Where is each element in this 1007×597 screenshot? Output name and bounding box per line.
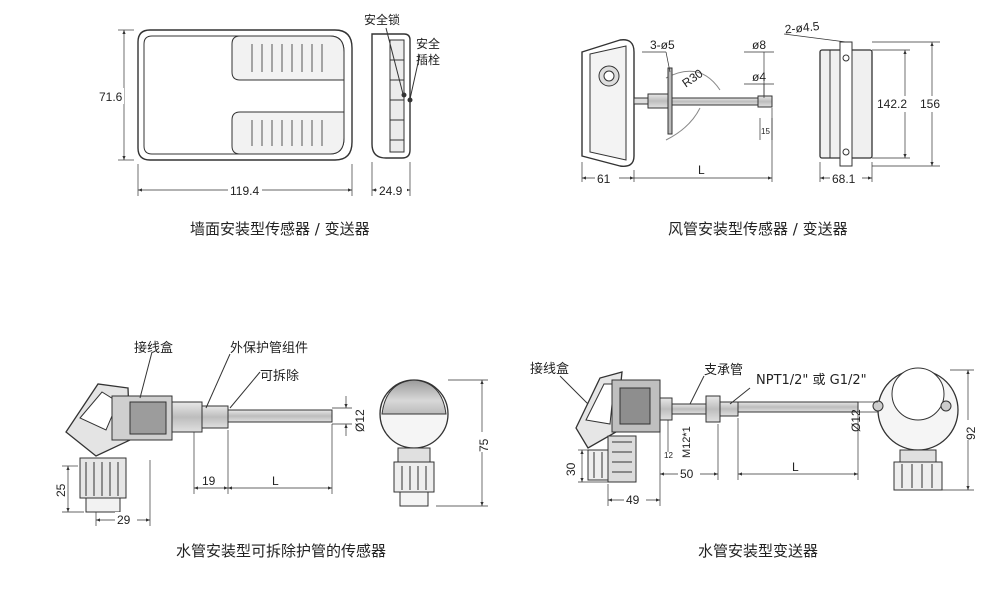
pipe-transmitter-dim-30: 30 — [564, 462, 578, 476]
pipe-transmitter-drawing — [559, 367, 974, 506]
duct-probe — [633, 67, 773, 141]
duct-dim-142: 142.2 — [877, 97, 907, 111]
pipe-transmitter-head — [575, 371, 859, 483]
pipe-transmitter-dim-92: 92 — [964, 426, 978, 440]
wall-mount-caption: 墙面安装型传感器 / 变送器 — [190, 220, 370, 238]
wall-label-pin-2: 插栓 — [416, 52, 440, 67]
pipe-removable-dim-25: 25 — [54, 483, 68, 497]
duct-dim-61: 61 — [597, 172, 611, 186]
duct-mount-caption: 风管安装型传感器 / 变送器 — [668, 220, 848, 238]
wall-dim-depth: 24.9 — [379, 184, 403, 198]
pipe-removable-dim-29: 29 — [117, 513, 131, 527]
pipe-transmitter-end-view — [872, 367, 959, 491]
pipe-removable-dim-75: 75 — [477, 438, 491, 452]
pipe-removable-label-sheath: 外保护管组件 — [230, 341, 308, 356]
pipe-removable-dim-19: 19 — [202, 474, 216, 488]
wall-side-view — [371, 33, 413, 159]
pipe-removable-end-view — [379, 379, 449, 507]
pipe-removable-dim-L: L — [272, 474, 279, 488]
duct-mount-drawing — [581, 33, 940, 182]
wall-mount-drawing — [118, 27, 421, 196]
pipe-transmitter-label-box: 接线盒 — [530, 361, 569, 377]
duct-bracket — [819, 41, 873, 167]
pipe-removable-dim-d12: Ø12 — [353, 409, 367, 432]
pipe-transmitter-dim-49: 49 — [626, 493, 640, 507]
pipe-transmitter-caption: 水管安装型变送器 — [698, 542, 819, 560]
duct-dim-d8: ø8 — [752, 38, 766, 52]
pipe-removable-label-removable: 可拆除 — [260, 369, 299, 384]
duct-dim-156: 156 — [920, 97, 940, 111]
pipe-transmitter-dim-d12: Ø12 — [849, 409, 863, 432]
pipe-transmitter-dim-m12: M12*1 — [681, 426, 693, 458]
wall-label-pin-1: 安全 — [416, 36, 440, 51]
wall-dim-height: 71.6 — [99, 90, 123, 104]
pipe-removable-head — [65, 383, 333, 513]
wall-dim-width: 119.4 — [230, 184, 259, 198]
duct-dim-15: 15 — [761, 127, 770, 136]
duct-housing — [581, 39, 635, 167]
pipe-removable-drawing — [62, 351, 488, 526]
duct-dim-d4: ø4 — [752, 70, 766, 84]
pipe-transmitter-dim-50: 50 — [680, 467, 694, 481]
duct-dim-L: L — [698, 163, 705, 177]
wall-front-view — [137, 29, 353, 161]
duct-dim-mount-holes: 2-ø4.5 — [784, 19, 820, 37]
pipe-transmitter-label-thread: NPT1/2" 或 G1/2" — [756, 373, 867, 388]
pipe-transmitter-label-support: 支承管 — [704, 363, 743, 378]
wall-label-lock: 安全锁 — [364, 12, 400, 27]
pipe-removable-label-box: 接线盒 — [134, 340, 173, 356]
duct-dim-radius: R30 — [679, 66, 705, 90]
pipe-removable-caption: 水管安装型可拆除护管的传感器 — [176, 542, 387, 560]
duct-dim-holes: 3-ø5 — [650, 38, 675, 52]
pipe-transmitter-dim-L: L — [792, 460, 799, 474]
pipe-transmitter-dim-12: 12 — [664, 451, 673, 460]
duct-dim-68: 68.1 — [832, 172, 856, 186]
